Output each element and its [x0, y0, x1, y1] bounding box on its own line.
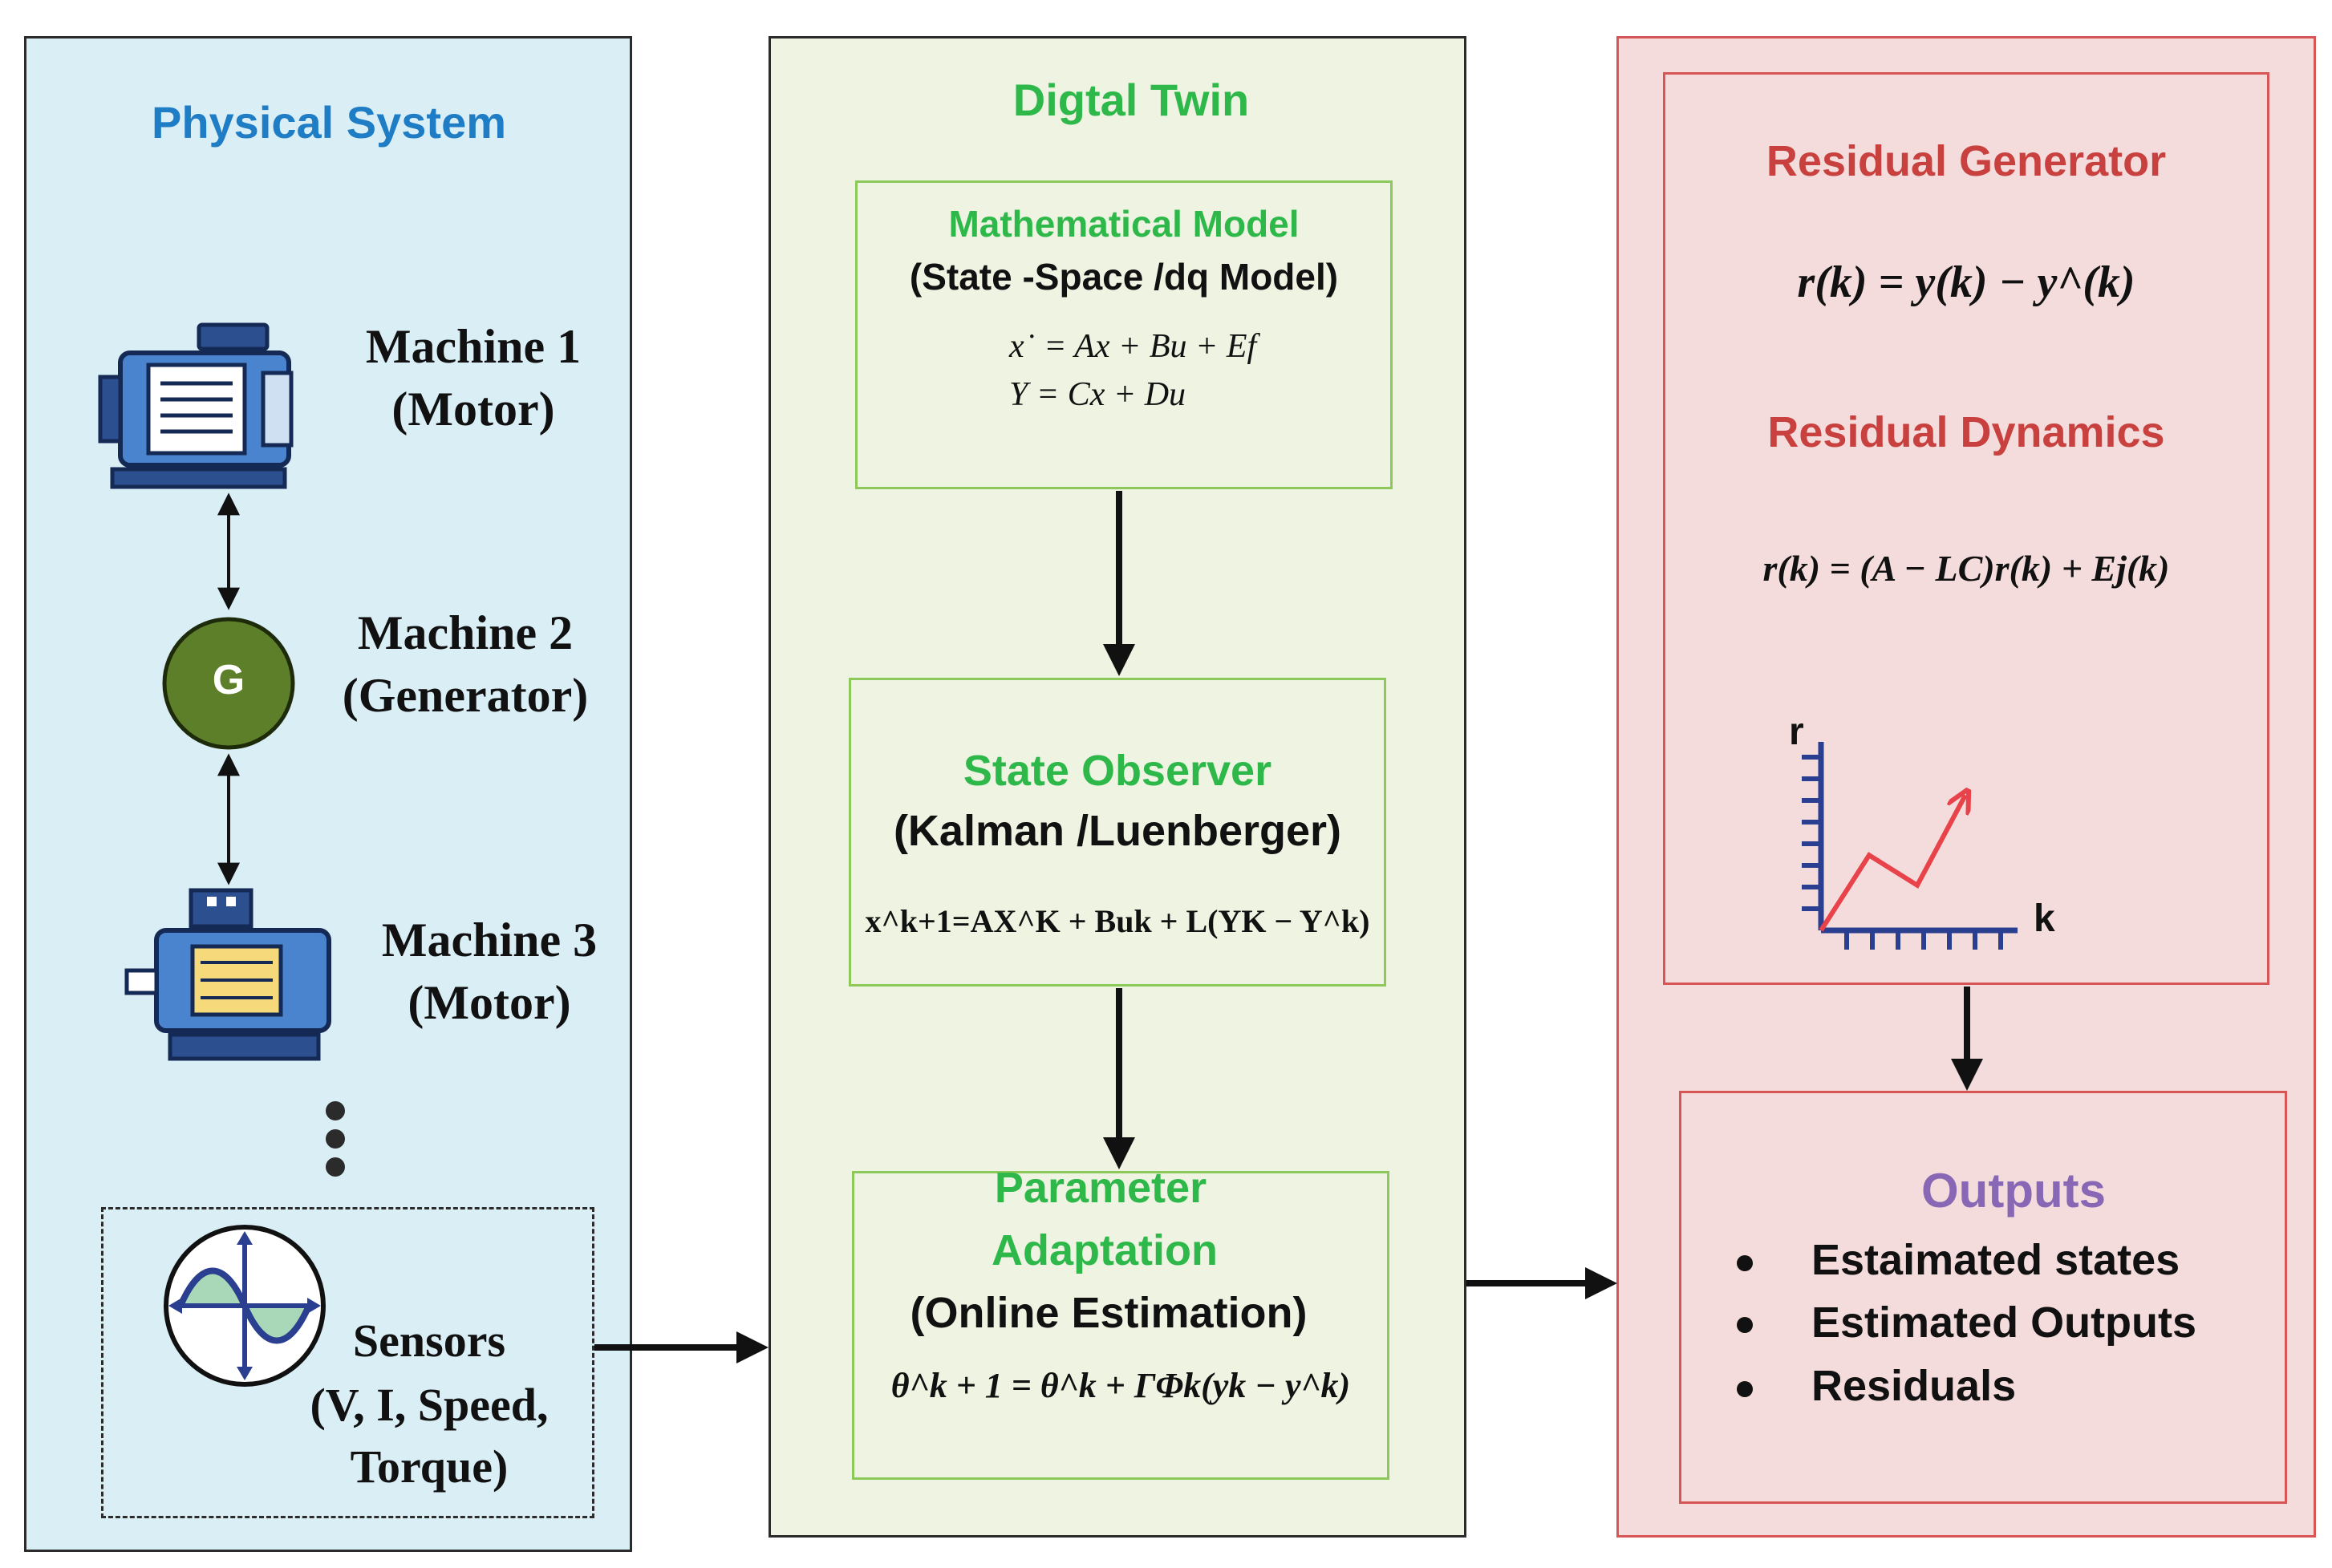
sensors-signals-line1: (V, I, Speed, — [310, 1379, 549, 1431]
observer-title: State Observer — [963, 747, 1272, 795]
outputs-title: Outputs — [1921, 1164, 2106, 1218]
machine-1-name: Machine 1 — [365, 320, 582, 373]
digital-twin-title: Digtal Twin — [1012, 75, 1250, 125]
output-item-3: Residuals — [1811, 1362, 2017, 1410]
machine-3-name: Machine 3 — [381, 914, 598, 966]
plot-series-line — [1819, 795, 1965, 932]
more-machines-dots — [326, 1101, 345, 1177]
bullet-1 — [1737, 1255, 1753, 1271]
model-subtitle: (State -Space /dq Model) — [909, 256, 1339, 298]
adaptation-title-line1: Parameter — [994, 1164, 1207, 1212]
model-equation-2: Y = Cx + Du — [1009, 376, 1186, 413]
output-item-1: Estaimated states — [1811, 1236, 2180, 1284]
residual-generator-equation: r(k) = y(k) − y^(k) — [1797, 257, 2135, 307]
residual-generator-title: Residual Generator — [1766, 137, 2167, 185]
generator-icon — [162, 617, 295, 750]
motor-1-icon — [98, 322, 294, 489]
plot-x-label: k — [2034, 897, 2055, 940]
model-equation-1: x˙ = Ax + Bu + Ef — [1009, 328, 1257, 365]
machine-1-type: (Motor) — [391, 383, 555, 436]
adaptation-title-line2: Adaptation — [992, 1226, 1218, 1274]
mathematical-model-box — [855, 180, 1393, 489]
state-observer-box — [849, 678, 1386, 987]
digital-twin-panel — [769, 36, 1466, 1538]
machine-2-type: (Generator) — [342, 669, 589, 722]
plot-x-ticks — [1844, 930, 2003, 950]
outputs-box — [1679, 1091, 2287, 1504]
plot-y-label: r — [1789, 711, 1804, 753]
observer-subtitle: (Kalman /Luenberger) — [893, 807, 1342, 855]
output-item-2: Estimated Outputs — [1811, 1299, 2197, 1347]
residual-generator-box — [1663, 72, 2269, 985]
sensor-waveform-icon — [164, 1225, 326, 1387]
residual-plot — [1802, 742, 2018, 950]
generator-label: G — [212, 657, 245, 703]
physical-system-title: Physical System — [151, 97, 507, 148]
bullet-2 — [1737, 1317, 1753, 1333]
residual-dynamics-equation: r(k) = (A − LC)r(k) + Ej(k) — [1762, 548, 2170, 589]
observer-equation: x^k+1=AX^K + Buk + L(YK − Y^k) — [865, 903, 1370, 939]
physical-system-panel — [24, 36, 632, 1552]
plot-y-ticks — [1802, 755, 1821, 911]
model-title: Mathematical Model — [948, 203, 1300, 245]
sensors-label: Sensors — [352, 1315, 506, 1367]
sensors-signals-line2: Torque) — [350, 1440, 509, 1493]
adaptation-equation: θ^k + 1 = θ^k + ΓΦk(yk − y^k) — [890, 1366, 1351, 1405]
sensors-box — [101, 1207, 594, 1518]
machine-3-type: (Motor) — [408, 976, 571, 1029]
adaptation-subtitle: (Online Estimation) — [910, 1289, 1308, 1337]
machine-2-name: Machine 2 — [357, 606, 574, 659]
residual-dynamics-title: Residual Dynamics — [1767, 408, 2165, 456]
parameter-adaptation-box — [852, 1171, 1389, 1480]
bullet-3 — [1737, 1381, 1753, 1397]
motor-3-icon — [124, 888, 331, 1061]
